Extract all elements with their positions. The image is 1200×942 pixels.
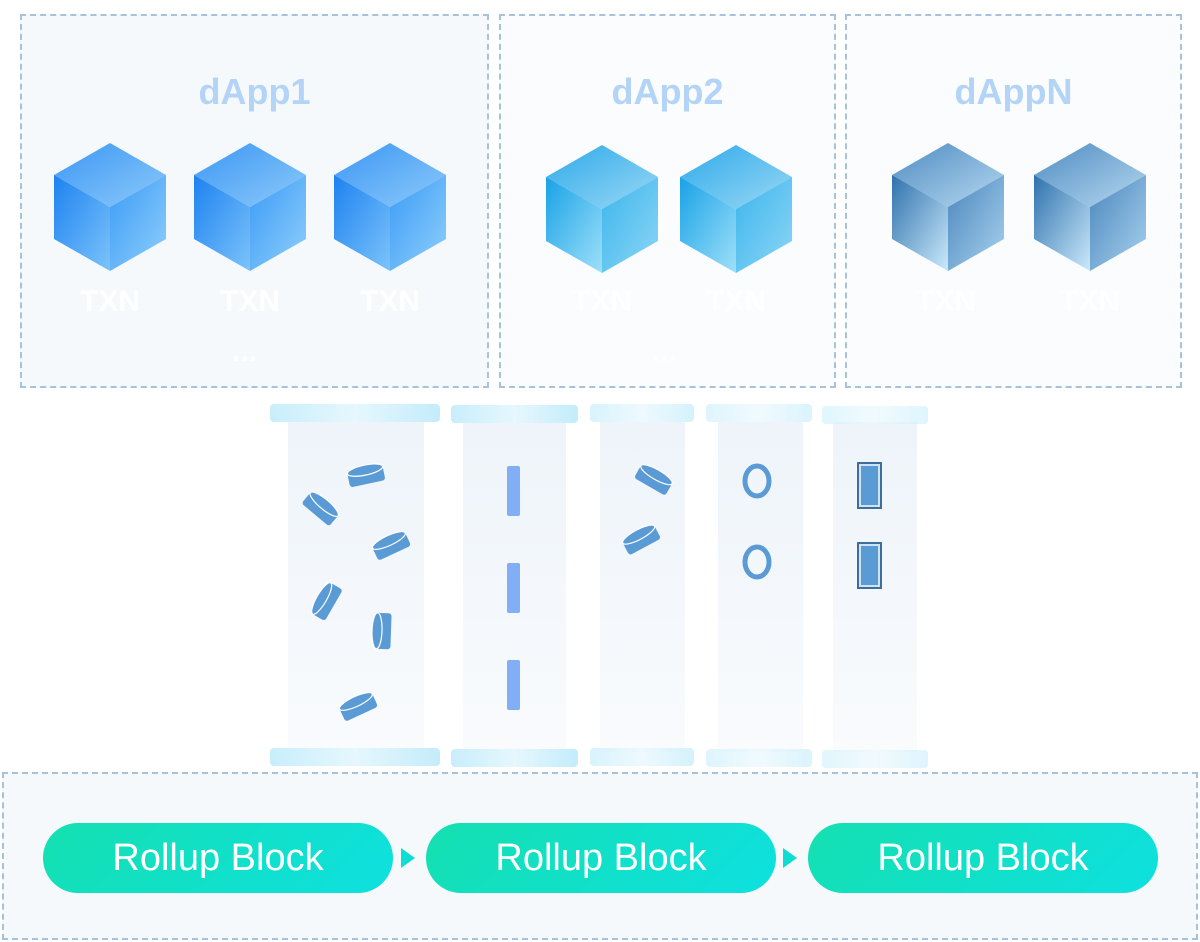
txn-label: TXN [572, 285, 632, 318]
more-ellipsis: ... [232, 335, 258, 368]
dapp-title: dAppN [954, 71, 1073, 112]
chain-arrow-icon [401, 848, 415, 868]
tube-3-body [600, 422, 685, 752]
txn-label: TXN [706, 285, 766, 318]
tube-2-body [463, 422, 566, 752]
transaction-cube-icon [892, 143, 1004, 271]
transaction-cube-icon [680, 145, 792, 273]
txn-label: TXN [80, 285, 140, 318]
transaction-cube-icon [1034, 143, 1146, 271]
tube-2-cap-bottom [451, 749, 578, 767]
tube-4-cap-bottom [706, 749, 812, 767]
tube-5-body [833, 422, 917, 752]
tube-4-cap-top [706, 404, 812, 422]
tube-3-cap-top [590, 404, 694, 422]
txn-label: TXN [916, 285, 976, 318]
transaction-cube-icon [546, 145, 658, 273]
dapp-title: dApp2 [611, 71, 724, 112]
transaction-cube-icon [194, 143, 306, 271]
rollup-block: Rollup Block [808, 823, 1158, 893]
txn-label: TXN [1060, 285, 1120, 318]
transaction-cube-icon [54, 143, 166, 271]
tube-3-cap-bottom [590, 748, 694, 766]
more-ellipsis: ... [652, 335, 678, 368]
dapp-title: dApp1 [198, 71, 311, 112]
transaction-cube-icon [334, 143, 446, 271]
tube-5-cap-bottom [822, 750, 928, 768]
tube-1-body [288, 422, 424, 752]
tube-1-cap-bottom [270, 748, 440, 766]
txn-label: TXN [220, 285, 280, 318]
tube-4-body [718, 422, 803, 752]
tube-5-cap-top [822, 406, 928, 424]
txn-label: TXN [360, 285, 420, 318]
rollup-block: Rollup Block [43, 823, 393, 893]
tube-1-cap-top [270, 404, 440, 422]
rollup-block: Rollup Block [426, 823, 776, 893]
tube-2-cap-top [451, 405, 578, 423]
chain-arrow-icon [783, 848, 797, 868]
